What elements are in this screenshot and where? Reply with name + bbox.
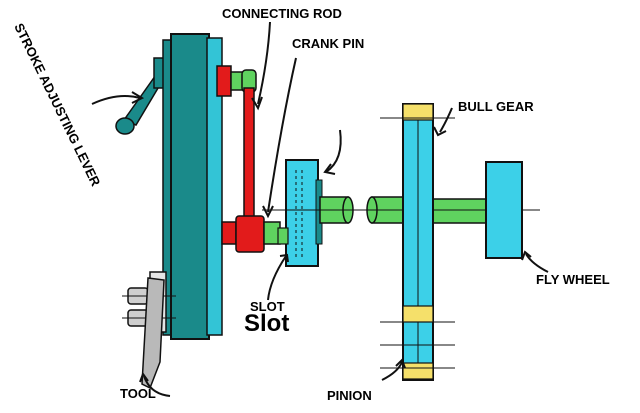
main-shaft	[262, 196, 540, 224]
ram-frame	[162, 33, 223, 340]
tool-label: TOOL	[120, 386, 156, 401]
crank-block	[221, 215, 281, 253]
pinion-label: PINION	[327, 388, 372, 403]
connecting-rod-label: CONNECTING ROD	[222, 6, 342, 21]
crank-pin-label: CRANK PIN	[292, 36, 364, 51]
slot-large-label: Slot	[244, 310, 289, 337]
fly-wheel	[485, 161, 523, 259]
connecting-rod	[243, 87, 255, 221]
crank-disc	[277, 159, 323, 267]
bull-gear-label: BULL GEAR	[458, 99, 534, 114]
stroke-adjusting-lever-label: STROKE ADJUSTING LEVER	[11, 21, 103, 189]
upper-pivot	[216, 65, 257, 97]
slot-label: SLOT	[250, 299, 285, 314]
fly-wheel-label: FLY WHEEL	[536, 272, 610, 287]
leader-lines	[91, 21, 549, 397]
cutting-tool	[141, 277, 165, 390]
bull-gear	[380, 103, 455, 381]
